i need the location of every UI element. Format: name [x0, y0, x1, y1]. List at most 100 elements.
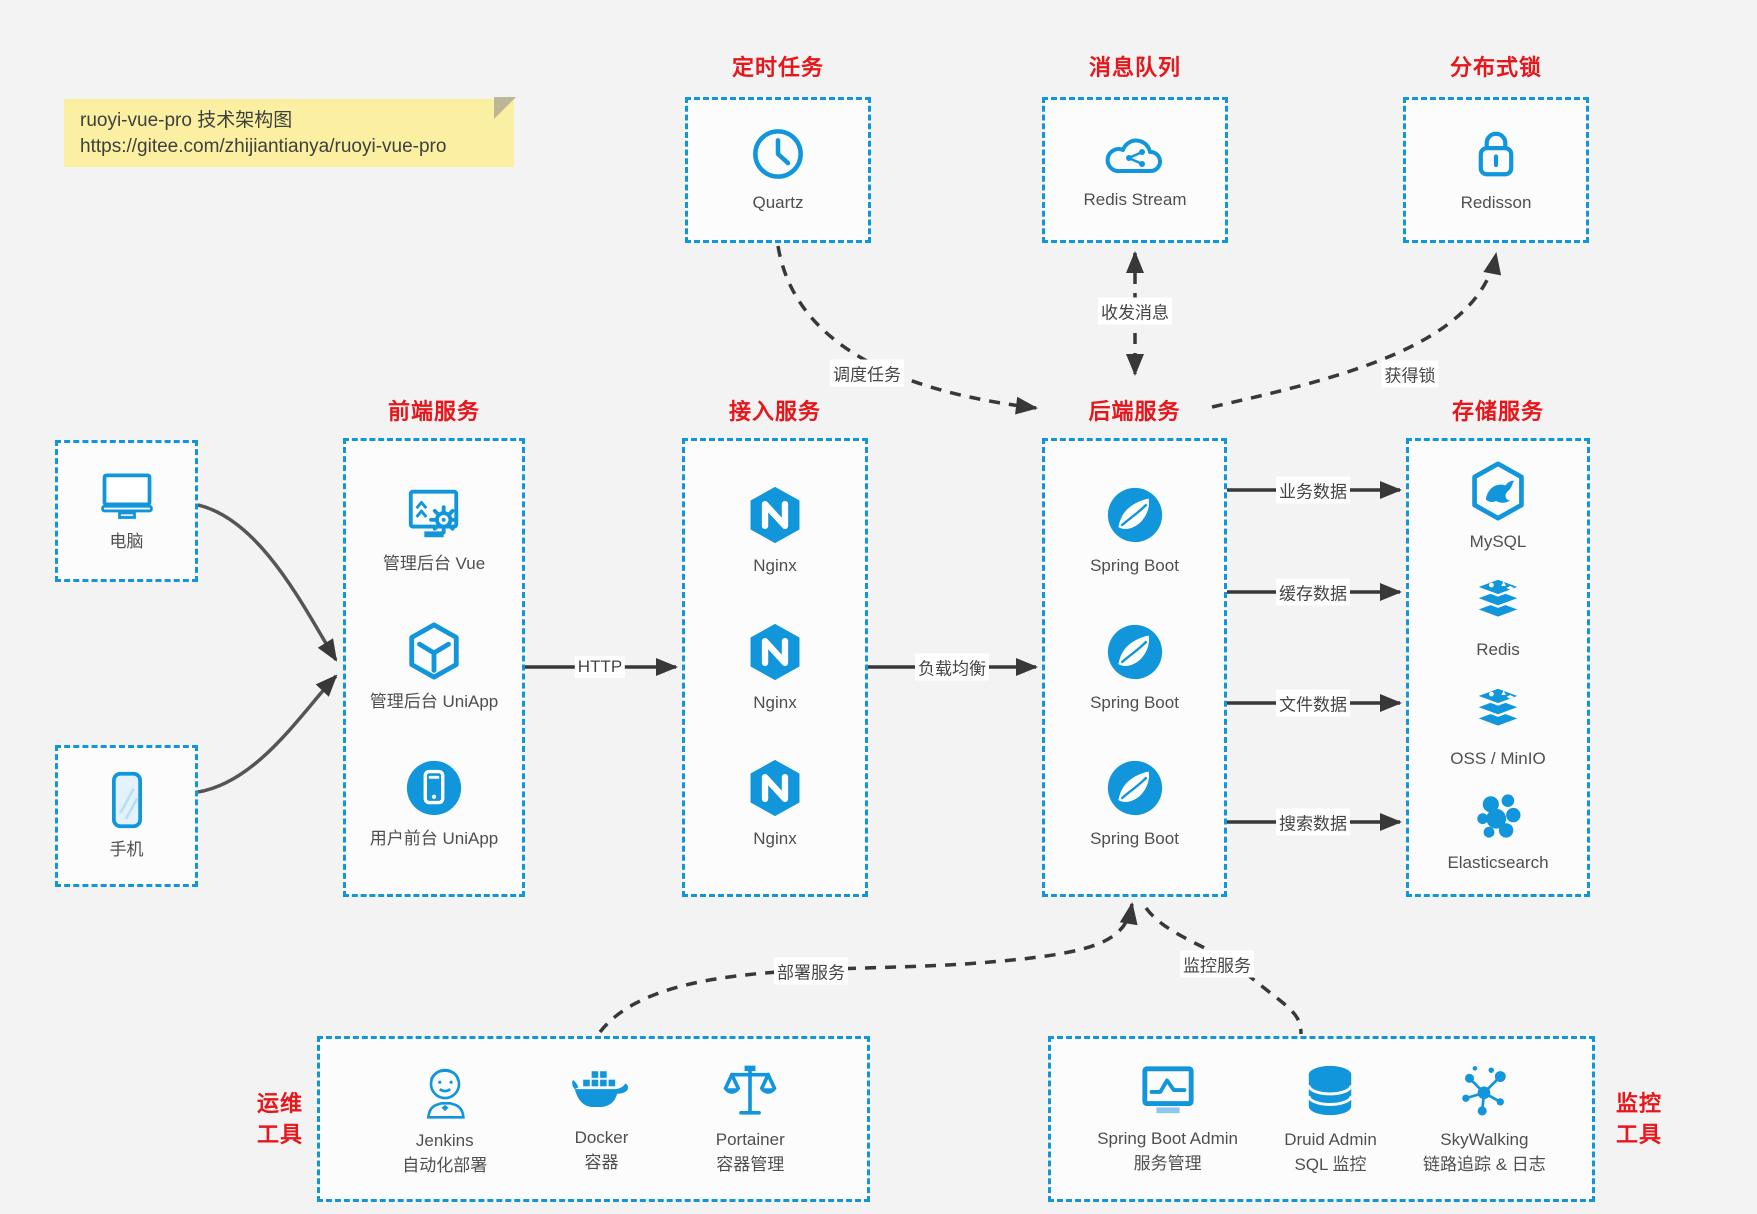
node-label-line2: 自动化部署	[402, 1155, 488, 1175]
admin-vue-icon	[403, 484, 465, 544]
skywalking-icon	[1455, 1062, 1513, 1120]
node-nginx-3: Nginx	[746, 757, 804, 851]
redis-stack-icon	[1468, 572, 1528, 630]
box-client-computer: 电脑	[55, 440, 198, 582]
edge-label-monitor-service: 监控服务	[1180, 950, 1254, 978]
node-mysql: MySQL	[1468, 460, 1528, 554]
node-label-line1: Portainer	[715, 1129, 785, 1149]
node-label-line1: Docker	[574, 1127, 629, 1147]
box-scheduled-tasks: Quartz	[685, 97, 871, 243]
nginx-icon	[746, 484, 804, 546]
portainer-icon	[721, 1062, 779, 1120]
node-nginx-2: Nginx	[746, 621, 804, 715]
box-frontend-services: 管理后台 Vue 管理后台 UniApp 用户前台 UniApp	[343, 438, 525, 897]
side-label-line: 工具	[1615, 1122, 1662, 1147]
node-label: Portainer 容器管理	[716, 1127, 785, 1177]
storage-stack-icon	[1468, 681, 1528, 739]
node-label-line1: Spring Boot Admin	[1097, 1128, 1238, 1148]
uniapp-cube-icon	[403, 620, 465, 682]
node-label-line2: 链路追踪 & 日志	[1422, 1154, 1546, 1174]
node-elasticsearch: Elasticsearch	[1447, 789, 1549, 875]
elasticsearch-icon	[1469, 789, 1527, 843]
note-fold-corner	[494, 97, 516, 119]
node-nginx-1: Nginx	[746, 484, 804, 578]
box-client-phone: 手机	[55, 745, 198, 887]
node-label: 电脑	[109, 532, 144, 551]
group-title-access-services: 接入服务	[728, 399, 821, 424]
edge-label-load-balance: 负载均衡	[915, 653, 989, 681]
node-label: 管理后台 Vue	[382, 554, 486, 574]
node-spring-boot-2: Spring Boot	[1090, 621, 1179, 715]
group-title-storage-services: 存储服务	[1451, 399, 1544, 424]
node-computer: 电脑	[97, 468, 157, 554]
node-portainer: Portainer 容器管理	[716, 1062, 785, 1177]
box-backend-services: Spring Boot Spring Boot Spring Boot	[1042, 438, 1227, 897]
spring-icon	[1104, 621, 1166, 683]
edge-acquire-lock	[1211, 252, 1502, 409]
sticky-note: ruoyi-vue-pro 技术架构图 https://gitee.com/zh…	[64, 97, 516, 167]
side-label-line: 运维	[256, 1091, 303, 1116]
edge-label-search-data: 搜索数据	[1276, 808, 1350, 836]
node-spring-boot-admin: Spring Boot Admin 服务管理	[1097, 1063, 1238, 1176]
edge-label-send-receive: 收发消息	[1098, 297, 1172, 325]
node-label: Redisson	[1460, 193, 1532, 212]
side-label-line: 工具	[256, 1122, 303, 1147]
note-title: ruoyi-vue-pro 技术架构图	[80, 110, 293, 131]
node-label-line2: 服务管理	[1133, 1153, 1202, 1173]
node-label: Nginx	[753, 692, 797, 712]
edge-computer-to-frontend	[197, 503, 338, 662]
edge-label-deploy-service: 部署服务	[774, 957, 848, 985]
edge-label-file-data: 文件数据	[1276, 689, 1350, 717]
note-url: https://gitee.com/zhijiantianya/ruoyi-vu…	[80, 136, 447, 157]
node-label: Spring Boot	[1090, 829, 1179, 849]
node-label: Redis Stream	[1083, 190, 1187, 209]
group-title-scheduled-tasks: 定时任务	[731, 55, 824, 80]
group-title-frontend-services: 前端服务	[387, 399, 480, 424]
box-message-queue: Redis Stream	[1042, 97, 1228, 243]
side-label-monitor-tools: 监控 工具	[1607, 1088, 1671, 1150]
clock-icon	[749, 125, 807, 183]
spring-icon	[1104, 757, 1166, 819]
node-label: Nginx	[753, 829, 797, 849]
node-label: 用户前台 UniApp	[369, 828, 499, 848]
node-label: MySQL	[1469, 531, 1527, 551]
node-label: Spring Boot Admin 服务管理	[1097, 1126, 1238, 1176]
computer-icon	[97, 468, 157, 522]
group-title-distributed-lock: 分布式锁	[1449, 55, 1542, 80]
node-redis-stream: Redis Stream	[1083, 128, 1187, 212]
phone-icon	[106, 770, 148, 830]
node-label-line2: 容器管理	[716, 1154, 785, 1174]
node-label: Quartz	[752, 193, 804, 212]
box-distributed-lock: Redisson	[1403, 97, 1589, 243]
node-label: Nginx	[753, 555, 797, 575]
jenkins-icon	[417, 1061, 473, 1121]
padlock-icon	[1469, 125, 1523, 183]
node-admin-uniapp: 管理后台 UniApp	[370, 620, 498, 714]
group-title-backend-services: 后端服务	[1088, 399, 1181, 424]
node-label: Redis	[1476, 640, 1520, 660]
edge-label-http: HTTP	[574, 656, 626, 678]
nginx-icon	[746, 757, 804, 819]
side-label-ops-tools: 运维 工具	[248, 1088, 312, 1150]
node-spring-boot-3: Spring Boot	[1090, 757, 1179, 851]
spring-icon	[1104, 484, 1166, 546]
edge-label-acquire-lock: 获得锁	[1381, 360, 1439, 388]
edge-schedule-task	[776, 245, 1038, 415]
box-storage-services: MySQL Redis	[1406, 438, 1590, 897]
box-access-services: Nginx Nginx Nginx	[682, 438, 868, 897]
group-title-message-queue: 消息队列	[1088, 55, 1181, 80]
node-label: 手机	[109, 840, 144, 859]
side-label-line: 监控	[1615, 1091, 1662, 1116]
node-label: Spring Boot	[1090, 692, 1179, 712]
node-quartz: Quartz	[749, 125, 807, 215]
docker-icon	[570, 1064, 634, 1118]
user-app-icon	[403, 757, 465, 819]
edge-phone-to-frontend	[197, 674, 338, 794]
